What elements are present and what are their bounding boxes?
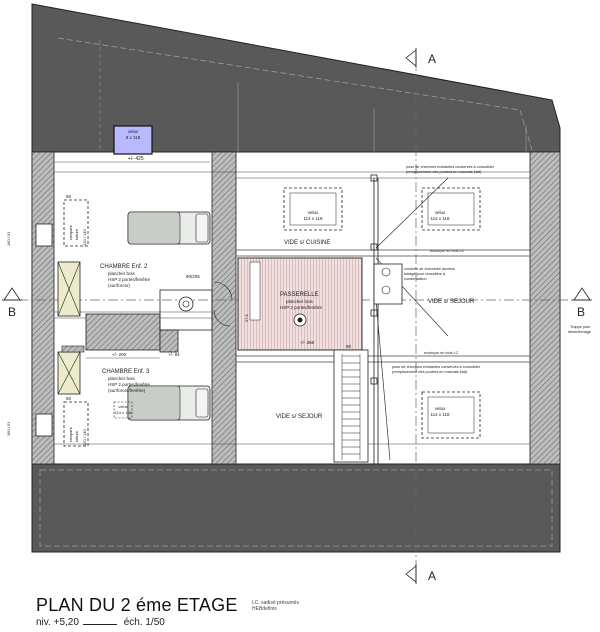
dim-sixty-b: 60	[66, 396, 72, 401]
staircase	[333, 349, 369, 463]
plan-level-scale: niv. +5,20 éch. 1/50	[36, 617, 165, 628]
wall-right	[529, 151, 561, 465]
room-chambre2-l2: plancher bois	[108, 271, 136, 276]
velux-r3-label-2: 114 x 118	[430, 412, 450, 417]
title-note-l1: LC. sadisé présumés	[252, 600, 299, 606]
wall-mid	[211, 151, 237, 465]
velux-top	[113, 125, 153, 155]
velux-top-label-1: velux	[128, 129, 139, 134]
rampant-left-1: rampant	[68, 224, 73, 240]
note-conduit-l2: tubage pour chaudière à	[404, 272, 446, 276]
velux-c3-label-2: 114 x 118	[115, 410, 133, 415]
plan-level: niv. +5,20	[36, 617, 79, 628]
velux-top-label-2: 9 x 118	[126, 135, 141, 140]
dim-v1: 160 / 51	[6, 231, 11, 246]
dim-stair: 90	[346, 344, 352, 349]
dim-c2-left: +/- 200	[112, 352, 127, 357]
section-b-right-label: B	[577, 305, 585, 319]
rampant-left2-1: rampant	[68, 426, 73, 442]
dim-door: 90/205	[186, 274, 200, 279]
velux-c3-label-1: velux	[118, 404, 127, 409]
roof-dashed-edge	[57, 37, 533, 151]
note-poutre1-l1: pose de chevrons existantes conservés à …	[406, 165, 495, 169]
dim-c2-right: +/- 94	[168, 352, 180, 357]
section-marker-a-top	[405, 48, 417, 68]
room-chambre2-name: CHAMBRE Enf. 2	[100, 264, 148, 270]
room-chambre2-l4: (sur/forcer)	[108, 283, 131, 288]
roof-bottom-inner	[39, 469, 553, 547]
dim-top: +/- 425	[128, 156, 144, 162]
velux-r1-label-2: 114 x 118	[303, 216, 323, 221]
section-marker-a-bottom	[405, 564, 417, 584]
window-left-2	[35, 413, 53, 437]
section-b-left-label: B	[8, 305, 16, 319]
room-chambre3-l4: (sur/forcer/fenêtre)	[108, 388, 146, 393]
section-marker-b-right	[572, 287, 592, 301]
note-ecoinc2: ecoinçon en bois LC	[424, 351, 459, 355]
title-note: LC. sadisé présumés HEBdefinis	[252, 600, 322, 612]
room-chambre3-name: CHAMBRE Enf. 3	[102, 369, 150, 375]
dim-pass: +/- 366	[300, 340, 315, 345]
dim-ht1: 120 / 140	[82, 229, 87, 246]
basin-1	[178, 296, 194, 312]
room-passerelle-l3: HSP 2 portes/fenêtre	[280, 305, 322, 310]
room-chambre3-l3: HSP 2 portes/fenêtre	[108, 382, 150, 387]
rampant-left2-2: toiture	[74, 430, 79, 442]
dim-ht2: 120 / 140	[82, 429, 87, 446]
room-vide-cuisine: VIDE s/ CUISINE	[284, 240, 330, 246]
roof-bottom	[31, 463, 561, 553]
note-poutre1-l2: (remplacement des poutres en mauvais éta…	[406, 170, 482, 174]
section-a-bottom-label: A	[428, 569, 436, 583]
note-ecoinc1: ecoinçon en bois LC	[430, 249, 465, 253]
chimney-conduits	[373, 263, 403, 305]
velux-r3-label-1: velux	[435, 406, 446, 411]
velux-r2-label-1: velux	[435, 210, 446, 215]
note-trappe-l1: Trappe pour	[570, 325, 591, 329]
section-marker-b-left	[2, 287, 22, 301]
room-chambre2-l3: HSP 2 portes/fenêtre	[108, 277, 150, 282]
velux-c3	[63, 401, 89, 447]
room-vide-sejour-left: VIDE s/ SEJOUR	[276, 414, 323, 420]
room-chambre3-l2: plancher bois	[108, 376, 136, 381]
plan-scale: éch. 1/50	[123, 617, 165, 628]
velux-r2-label-2: 114 x 118	[430, 216, 450, 221]
velux-r3	[421, 391, 481, 439]
velux-c2	[63, 199, 89, 247]
note-poutre2-l1: pose de chevrons existantes conservés à …	[392, 365, 481, 369]
note-poutre2-l2: (remplacement des poutres en mauvais éta…	[392, 370, 468, 374]
chimney-block	[85, 313, 161, 351]
note-conduit-l1: conduits de cheminée anciens	[404, 267, 455, 271]
dim-sixty-a: 60	[66, 194, 72, 199]
velux-r1-label-1: velux	[308, 210, 319, 215]
dim-mid: 57.6	[244, 313, 249, 322]
plan-title: PLAN DU 2 éme ETAGE	[36, 595, 238, 615]
room-passerelle-l2: plancher bois	[286, 299, 314, 304]
dim-v2: 160 / 51	[6, 421, 11, 436]
rampant-left-2: toiture	[74, 228, 79, 240]
room-passerelle-name: PASSERELLE	[280, 292, 319, 298]
note-trappe-l2: désenfumage	[568, 330, 591, 334]
section-a-top-label: A	[428, 52, 436, 66]
title-note-l2: HEBdefinis	[252, 606, 277, 612]
window-left-1	[35, 223, 53, 247]
roof-top	[31, 3, 561, 153]
room-vide-sejour-right: VIDE s/ SEJOUR	[428, 299, 475, 305]
note-conduit-l3: condensation	[404, 277, 427, 281]
